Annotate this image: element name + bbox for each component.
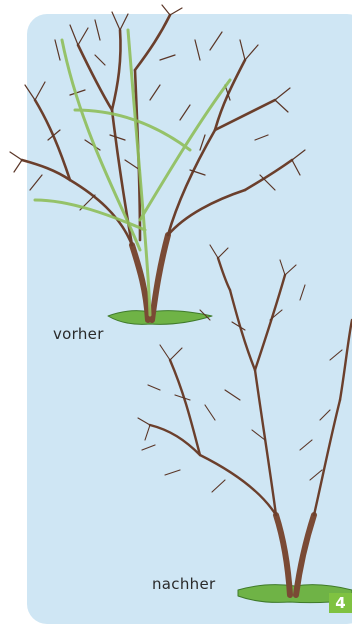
tree-before	[10, 5, 305, 324]
cut-branches-highlight	[35, 30, 230, 315]
tree-after	[138, 245, 352, 603]
label-after: nachher	[152, 575, 215, 593]
step-number-badge: 4	[329, 593, 352, 613]
label-before: vorher	[53, 325, 104, 343]
trunk-after	[276, 515, 314, 595]
grass-before	[108, 311, 212, 325]
branches-after	[150, 258, 352, 515]
twigs-after	[138, 245, 342, 492]
